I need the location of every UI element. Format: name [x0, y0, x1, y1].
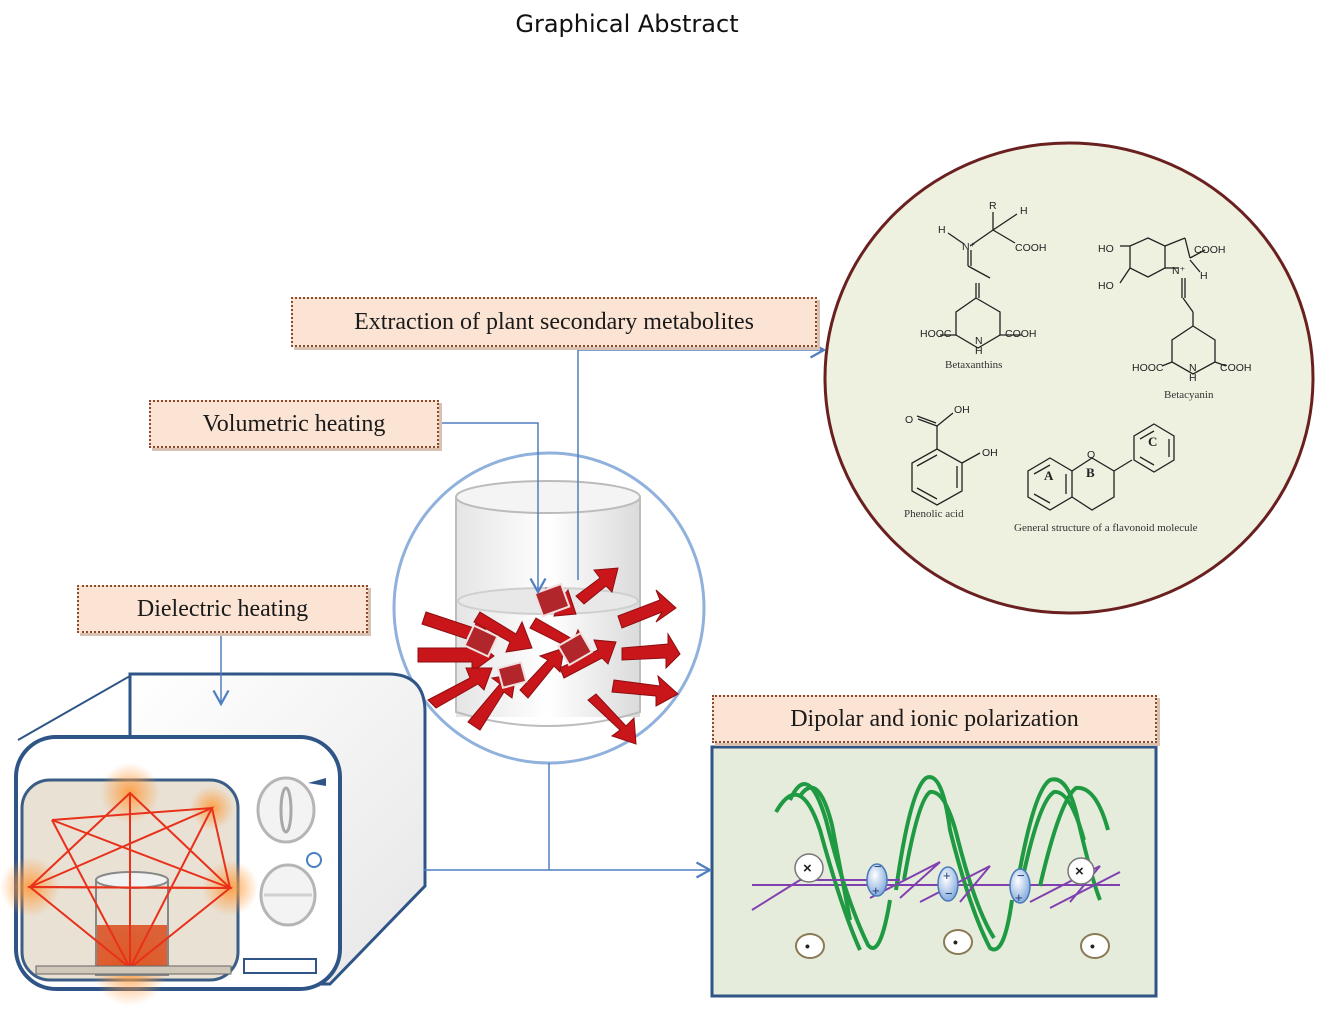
betaxanthins-r: R [989, 200, 997, 212]
dipolar-polarization-label: Dipolar and ionic polarization [712, 695, 1157, 743]
phenolic-o: O [905, 414, 913, 426]
arrow-extraction [577, 341, 827, 580]
metabolites-circle [823, 141, 1315, 615]
betaxanthins-structure [940, 212, 1022, 349]
betaxanthins-nh: H [975, 345, 983, 357]
betacyanin-nh: H [1189, 372, 1197, 384]
phenolic-acid-structure [911, 412, 981, 506]
flavonoid-ring-a: A [1044, 468, 1054, 483]
betacyanin-ho2: HO [1098, 280, 1114, 292]
ion-cross-1: × [803, 860, 812, 877]
betacyanin-ho1: HO [1098, 243, 1114, 255]
dipole-plus-2: + [943, 868, 951, 883]
flavonoid-caption: General structure of a flavonoid molecul… [1014, 522, 1198, 534]
betaxanthins-n: N [975, 335, 983, 347]
flavonoid-ring-c: C [1148, 434, 1157, 449]
betacyanin-caption: Betacyanin [1164, 389, 1214, 401]
ion-dot-3: • [1090, 938, 1095, 954]
ion-dot-2: • [953, 934, 958, 950]
dipole-minus-3: − [1017, 868, 1025, 883]
flavonoid-labels: O A B C General structure of a flavonoid… [1014, 434, 1198, 534]
dipole-plus-1: + [872, 883, 880, 898]
betacyanin-h: H [1200, 270, 1208, 282]
betaxanthins-h2: H [938, 224, 946, 236]
ion-cross-2: × [1075, 863, 1084, 880]
arrow-volumetric [438, 422, 547, 595]
phenolic-oh1: OH [954, 404, 970, 416]
dipole-plus-3: + [1015, 890, 1023, 905]
betacyanin-cooh: COOH [1220, 362, 1252, 374]
dipole-minus-1: − [874, 859, 882, 874]
betaxanthins-nplus: N⁺ [962, 241, 976, 253]
flavonoid-structure [1027, 423, 1175, 511]
betacyanin-n: N [1189, 362, 1197, 374]
ion-particles: × × + − + − + − • • • [794, 853, 1110, 959]
extraction-label: Extraction of plant secondary metabolite… [291, 297, 817, 347]
betaxanthins-h1: H [1020, 205, 1028, 217]
betacyanin-structure [1119, 237, 1227, 375]
oven-cavity-heating [0, 763, 258, 1006]
betaxanthins-cooh-top: COOH [1015, 242, 1047, 254]
volumetric-heating-label: Volumetric heating [149, 400, 439, 448]
flavonoid-o: O [1087, 449, 1095, 461]
betacyanin-nplus: N⁺ [1172, 265, 1186, 277]
phenolic-acid-labels: O OH OH Phenolic acid [904, 404, 998, 520]
betacyanin-labels: HO HO COOH N⁺ H HOOC N H COOH Betacyanin [1098, 243, 1252, 401]
connector-arrows [212, 341, 827, 879]
betaxanthins-cooh: COOH [1005, 328, 1037, 340]
betaxanthins-hooc: HOOC [920, 328, 952, 340]
dielectric-heating-label: Dielectric heating [77, 585, 368, 633]
flavonoid-ring-b: B [1086, 465, 1095, 480]
betacyanin-hooc: HOOC [1132, 362, 1164, 374]
ion-dot-1: • [805, 938, 810, 954]
betacyanin-cooh-top: COOH [1194, 244, 1226, 256]
phenolic-oh2: OH [982, 447, 998, 459]
phenolic-caption: Phenolic acid [904, 508, 964, 520]
dipole-minus-2: − [945, 886, 953, 901]
diagram-title: Graphical Abstract [515, 10, 739, 38]
betaxanthins-caption: Betaxanthins [945, 359, 1002, 371]
microwave-oven [14, 672, 427, 991]
betaxanthins-labels: R H H N⁺ COOH HOOC N H COOH Betaxanthins [920, 200, 1047, 371]
